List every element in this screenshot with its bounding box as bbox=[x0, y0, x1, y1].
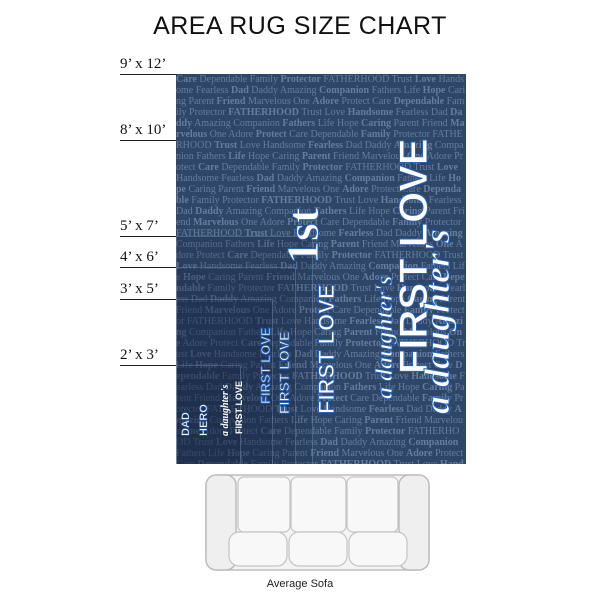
size-line-2x3 bbox=[120, 365, 176, 366]
first-word-large: 1st bbox=[277, 207, 329, 264]
word-pattern: Care Dependable Family Protector FATHERH… bbox=[176, 74, 466, 464]
size-line-3x5 bbox=[120, 299, 176, 300]
hero-text: HERO bbox=[198, 404, 211, 436]
size-line-8x10 bbox=[120, 140, 176, 141]
size-line-5x7 bbox=[120, 236, 176, 237]
size-label-2x3: 2’ x 3’ bbox=[120, 347, 159, 363]
sofa-icon bbox=[205, 474, 430, 571]
phrase-large: a daughter's bbox=[417, 228, 458, 414]
first-love-tiny: FIRST LOVE bbox=[234, 380, 244, 434]
first-love-medium: FIRST LOVE bbox=[314, 284, 340, 415]
size-line-9x12 bbox=[120, 74, 176, 75]
rug-preview: Care Dependable Family Protector FATHERH… bbox=[176, 74, 466, 464]
size-label-5x7: 5’ x 7’ bbox=[120, 218, 159, 234]
size-label-9x12: 9’ x 12’ bbox=[120, 56, 167, 72]
phrase-tiny: a daughter's bbox=[220, 384, 231, 436]
size-label-4x6: 4’ x 6’ bbox=[120, 249, 159, 265]
rug-size-area-5x7 bbox=[176, 236, 313, 464]
dad-text: DAD bbox=[180, 412, 193, 436]
sofa-label: Average Sofa bbox=[266, 578, 334, 590]
size-label-8x10: 8’ x 10’ bbox=[120, 122, 167, 138]
phrase-medium: a daughter's bbox=[372, 275, 399, 399]
rug-size-area-2x3 bbox=[176, 365, 241, 464]
first-love-xsmall: FIRST LOVE bbox=[258, 327, 274, 405]
page-title: AREA RUG SIZE CHART bbox=[153, 12, 447, 40]
size-line-4x6 bbox=[120, 267, 176, 268]
first-love-small: FIRST LOVE bbox=[276, 331, 293, 414]
size-label-3x5: 3’ x 5’ bbox=[120, 281, 159, 297]
rug-size-area-4x6 bbox=[176, 267, 296, 464]
rug-size-area-3x5 bbox=[176, 299, 273, 464]
